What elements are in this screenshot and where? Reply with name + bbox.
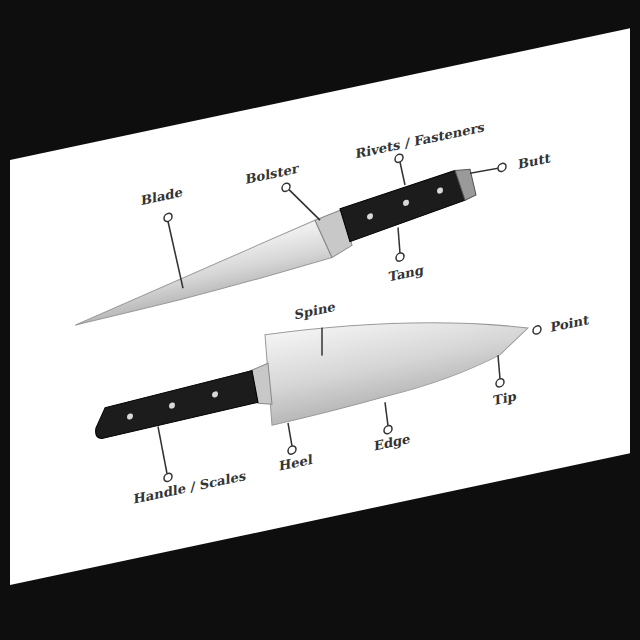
part-label: Point: [551, 313, 590, 335]
part-label: Blade: [141, 185, 183, 208]
leader-lines: [158, 124, 541, 483]
part-label: Butt: [518, 151, 550, 172]
part-label: Handle / Scales: [134, 469, 247, 507]
part-label: Tang: [389, 263, 424, 285]
part-label: Rivets / Fasteners: [356, 120, 485, 162]
part-label: Heel: [279, 453, 313, 474]
part-label: Spine: [295, 300, 336, 323]
card: Blade Bolster Rivets / FastenersButtTangSp…: [10, 28, 630, 585]
part-label: Tip: [493, 389, 517, 408]
part-label: Edge: [374, 432, 410, 454]
part-label: Bolster: [246, 162, 299, 188]
